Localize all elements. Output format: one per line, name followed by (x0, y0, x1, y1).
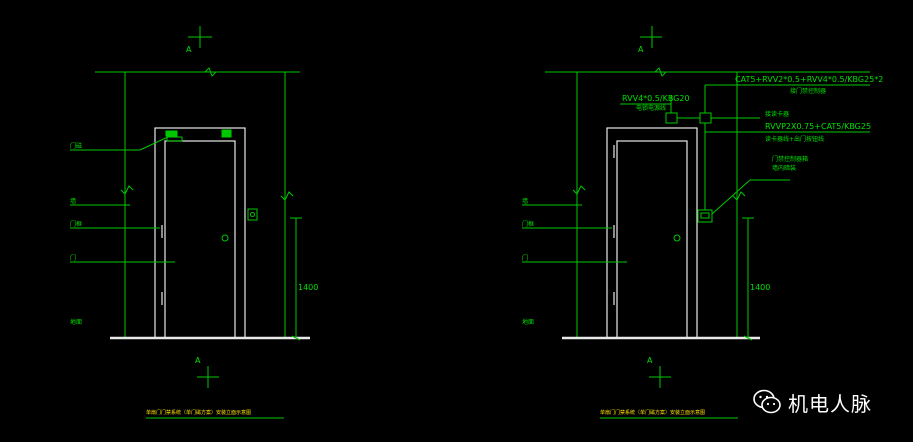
section-mark-label: A (186, 45, 192, 54)
cable-2-note: 接门禁控制器 (790, 87, 826, 95)
watermark-text: 机电人脉 (788, 391, 872, 416)
left-label-2: 墙 (70, 197, 76, 205)
left-label-4: 门 (70, 254, 76, 262)
left-label-3: 门框 (70, 220, 82, 228)
right-label-2: 门框 (522, 220, 534, 228)
section-mark-bottom-left: A (195, 356, 219, 388)
right-label-3: 门 (522, 254, 528, 262)
cable-1-note: 电锁电源线 (636, 104, 666, 112)
box-note-2: 墙内暗装 (772, 164, 796, 172)
caption-left: 单扇门门禁系统（单门磁方案）安装立面示意图 (146, 409, 251, 416)
section-mark-label: A (638, 45, 644, 54)
left-label-1: 门磁 (70, 142, 82, 150)
cable-3-label: RVVP2X0.75+CAT5/KBG25 (765, 122, 871, 131)
caption-right: 单扇门门禁系统（单门磁方案）安装立面示意图 (600, 409, 705, 416)
right-label-4: 地面 (522, 318, 534, 326)
right-label-1: 墙 (522, 197, 528, 205)
left-label-5: 地面 (70, 318, 82, 326)
watermark: 机电人脉 (752, 385, 872, 419)
section-mark-top-right: A (638, 26, 662, 54)
cable-3-note: 接读卡器 (765, 110, 789, 118)
left-elevation-drawing: A 1400 门磁 墙 (70, 26, 318, 419)
section-mark-bottom-right: A (647, 356, 671, 388)
cable-1-label: RVV4*0.5/KBG20 (622, 94, 690, 103)
section-mark-top-left: A (186, 26, 212, 54)
right-elevation-drawing: A 1400 (522, 26, 883, 419)
dimension-label-right: 1400 (750, 283, 770, 292)
wechat-icon (753, 389, 781, 414)
section-mark-label: A (195, 356, 201, 365)
cable-2-label: CAT5+RVV2*0.5+RVV4*0.5/KBG25*2 (735, 75, 883, 84)
dimension-label-left: 1400 (298, 283, 318, 292)
box-note: 门禁控制器箱 (772, 155, 808, 163)
section-mark-label: A (647, 356, 653, 365)
cable-3-sub: 读卡器线+出门按钮线 (765, 135, 824, 143)
